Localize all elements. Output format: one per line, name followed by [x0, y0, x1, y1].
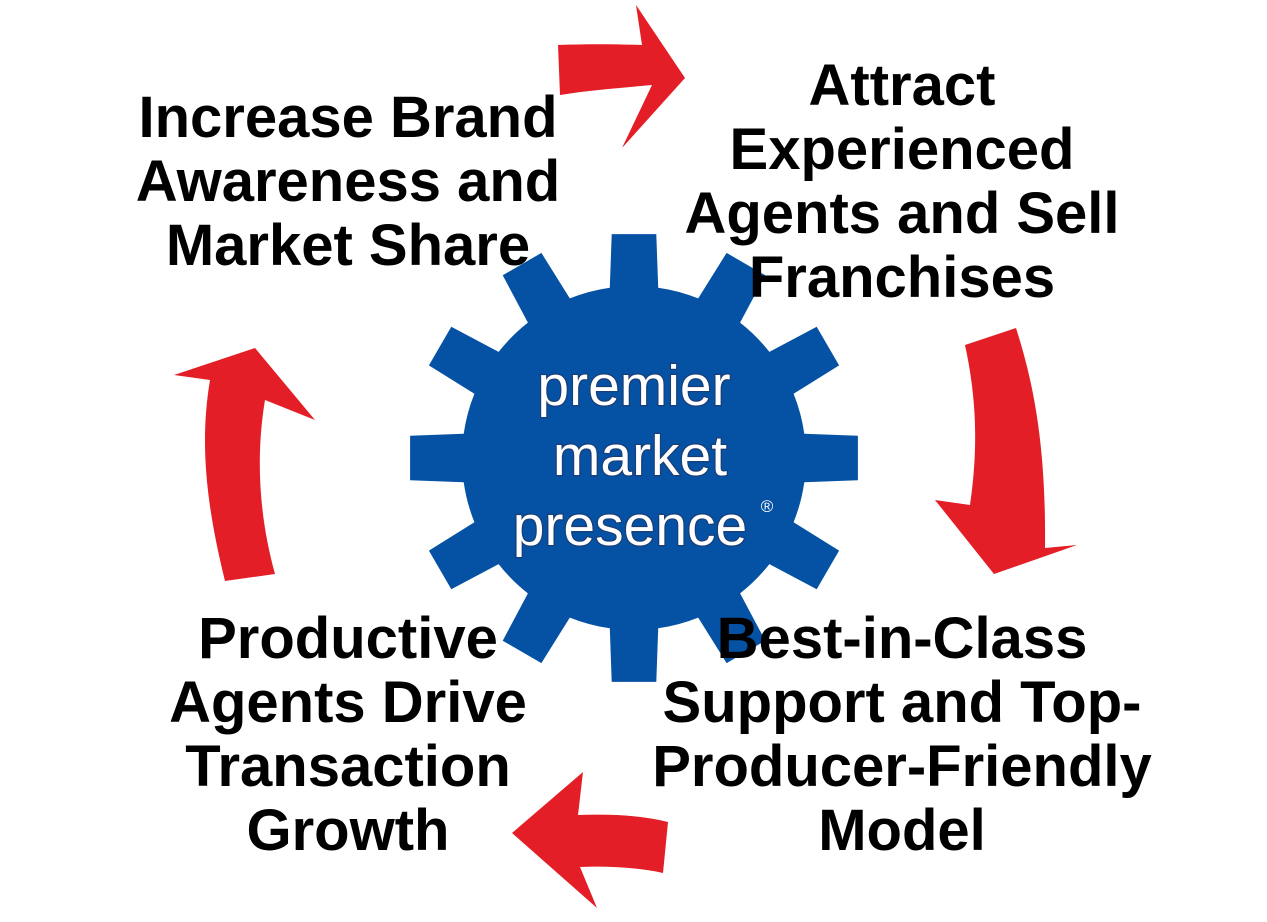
- step-top-left-line-2: Awareness and: [136, 149, 560, 214]
- gear-icon: [410, 234, 858, 682]
- gear-label-line-3: presence: [513, 494, 748, 558]
- step-top-left-line-3: Market Share: [166, 213, 530, 278]
- step-increase-brand-awareness: Increase Brand Awareness and Market Shar…: [136, 85, 560, 278]
- arrow-left: [174, 348, 315, 581]
- step-bottom-right-line-3: Producer-Friendly: [652, 734, 1152, 799]
- step-productive-agents: Productive Agents Drive Transaction Grow…: [169, 606, 527, 863]
- gear-label-line-1: premier: [537, 354, 730, 418]
- step-bottom-right-line-2: Support and Top-: [663, 670, 1142, 735]
- step-top-right-line-1: Attract: [809, 53, 996, 118]
- registered-mark: ®: [761, 497, 774, 516]
- step-bottom-left-line-2: Agents Drive: [169, 670, 527, 735]
- arrow-top: [558, 5, 685, 148]
- gear-label: premier market presence ®: [512, 353, 774, 560]
- arrow-bottom: [512, 772, 668, 908]
- step-top-right-line-2: Experienced: [730, 117, 1075, 182]
- step-bottom-right-line-1: Best-in-Class: [717, 606, 1088, 671]
- cycle-arrows: [174, 5, 1077, 908]
- step-top-right-line-4: Franchises: [749, 245, 1055, 310]
- arrow-right: [935, 328, 1077, 574]
- step-bottom-left-line-4: Growth: [247, 798, 450, 863]
- step-bottom-left-line-3: Transaction: [185, 734, 511, 799]
- step-bottom-right-line-4: Model: [818, 798, 986, 863]
- gear-label-line-2: market: [553, 424, 727, 488]
- step-top-left-line-1: Increase Brand: [138, 85, 557, 150]
- step-bottom-left-line-1: Productive: [198, 606, 498, 671]
- step-best-in-class-support: Best-in-Class Support and Top- Producer-…: [652, 606, 1152, 863]
- step-top-right-line-3: Agents and Sell: [684, 181, 1119, 246]
- step-attract-experienced-agents: Attract Experienced Agents and Sell Fran…: [684, 53, 1119, 310]
